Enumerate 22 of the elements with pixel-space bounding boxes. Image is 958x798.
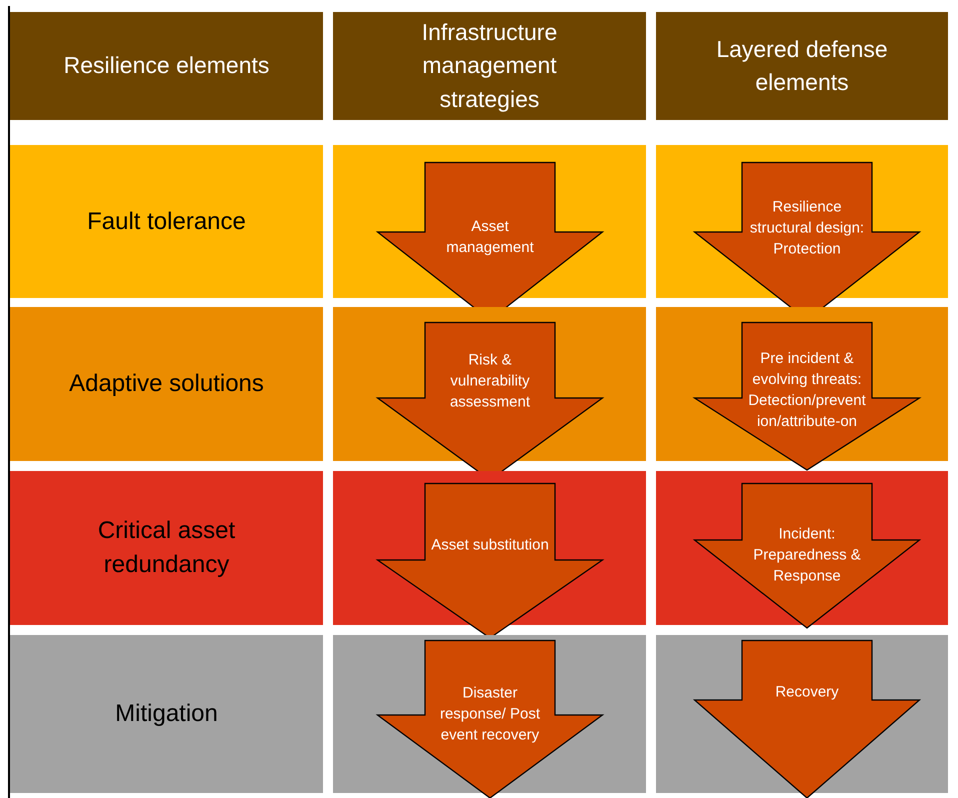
arrow-label: Incident: Preparedness & Response (752, 524, 862, 586)
row-label: Critical asset redundancy (96, 516, 236, 580)
header-cell (10, 12, 323, 120)
header-cell (333, 12, 646, 120)
arrow-label: Risk & vulnerability assessment (448, 350, 532, 412)
arrow-label: Asset substitution (431, 536, 549, 556)
column-heading: Infrastructure management strategies (420, 18, 558, 114)
row-cell (10, 471, 323, 625)
column-heading: Resilience elements (62, 51, 270, 80)
row-label: Mitigation (114, 699, 219, 730)
row-cell (10, 307, 323, 461)
arrow-label: Resilience structural design: Protection (748, 198, 866, 260)
row-cell (10, 635, 323, 793)
arrow-label: Asset management (445, 217, 535, 258)
arrow-label: Pre incident & evolving threats: Detection/prevention/attribute-on (748, 349, 866, 432)
row-cell (10, 145, 323, 298)
arrow-label: Disaster response/ Post event recovery (438, 684, 542, 746)
arrow-label: Recovery (774, 682, 840, 702)
row-label: Fault tolerance (86, 206, 247, 237)
row-label: Adaptive solutions (68, 369, 265, 400)
column-heading: Layered defense elements (715, 34, 889, 97)
header-cell (656, 12, 948, 120)
